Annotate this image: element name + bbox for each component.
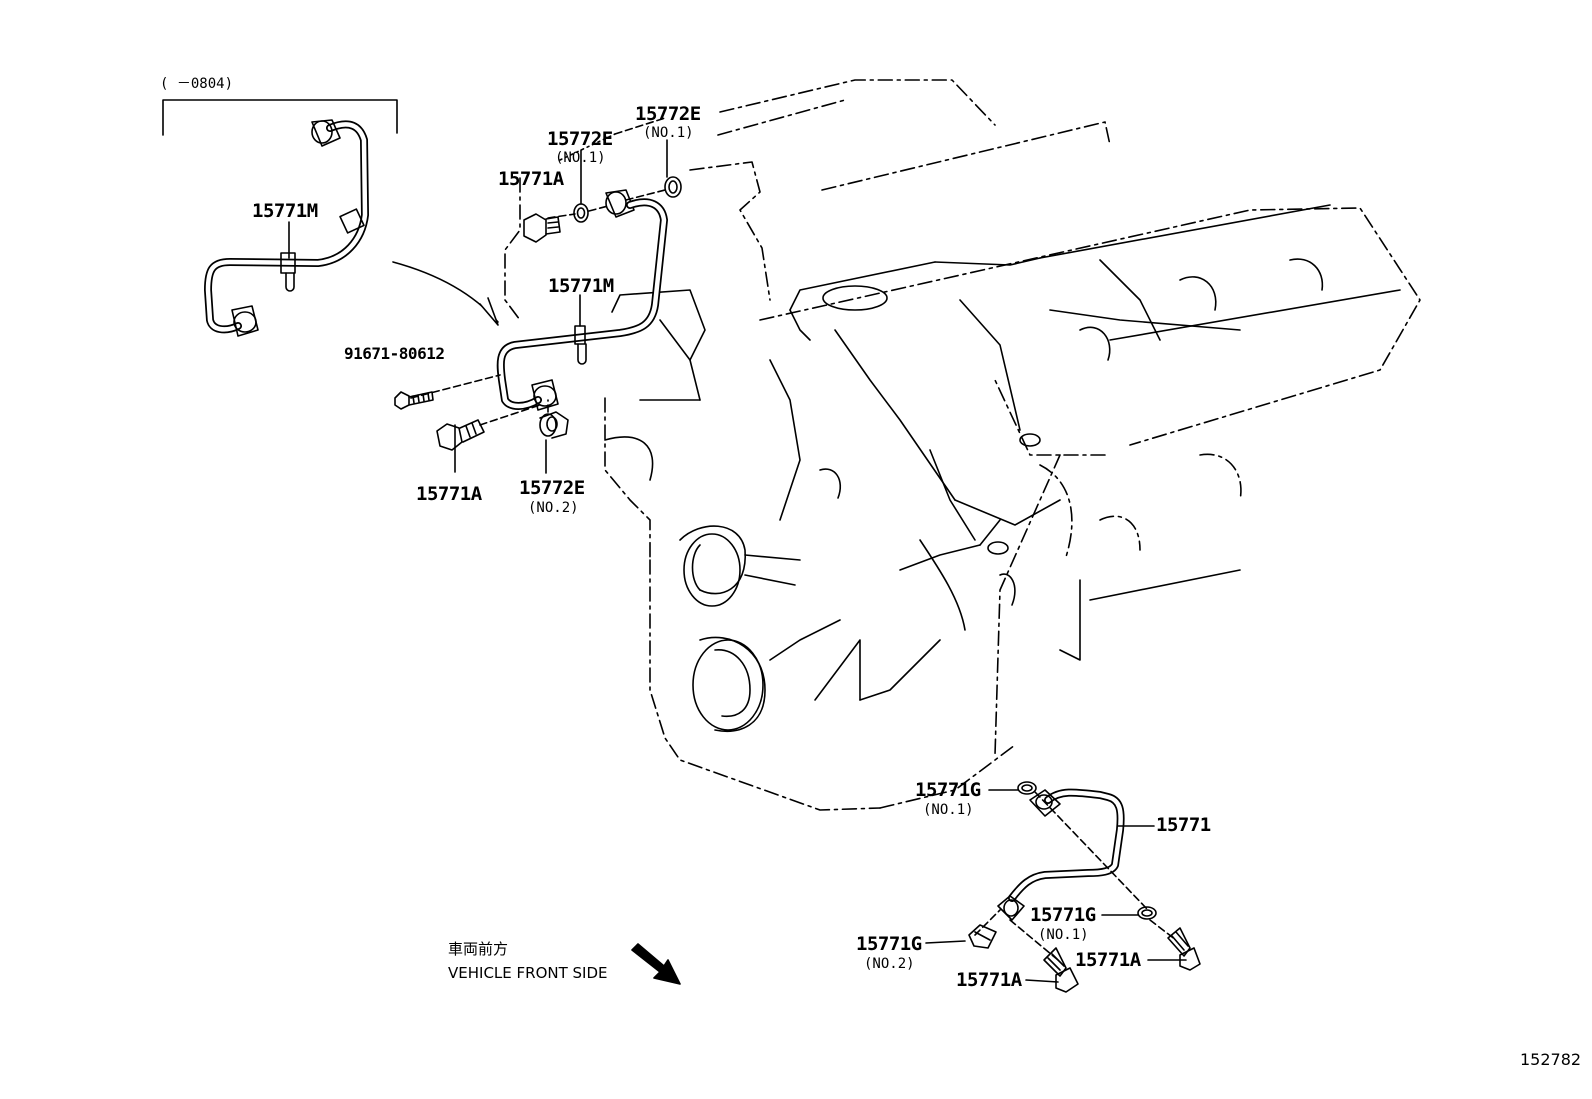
part-label-15771[interactable]: 15771 [1156,814,1211,836]
part-label-15771a-right[interactable]: 15771A [1075,949,1141,971]
part-note-15771g-c: (NO.2) [864,956,915,972]
part-label-91671-80612[interactable]: 91671-80612 [344,344,445,363]
part-label-15771g-c[interactable]: 15771G [856,933,922,955]
part-note-15772e-b: (NO.1) [643,125,694,141]
part-label-15771a-left[interactable]: 15771A [416,483,482,505]
front-side-arrow-icon [631,943,681,985]
front-side-label-japanese: 車両前方 [448,940,509,958]
part-note-15771g-b: (NO.1) [1038,927,1089,943]
alignment-lines [410,117,1177,961]
leader-lines [288,139,1187,983]
engine-block-outline [504,79,1421,811]
part-note-15772e-c: (NO.2) [528,500,579,516]
part-label-15772e-b[interactable]: 15772E [635,103,701,125]
main-pipe-15771m [496,198,668,411]
part-note-15771g-a: (NO.1) [923,802,974,818]
part-label-15772e-a[interactable]: 15772E [547,128,613,150]
part-label-15771g-a[interactable]: 15771G [915,779,981,801]
pipe-15771 [997,788,1125,921]
part-label-15771a-bottom[interactable]: 15771A [956,969,1022,991]
left-fittings [394,391,569,451]
front-side-label-english: VEHICLE FRONT SIDE [448,964,608,982]
date-range-label: ( －0804) [160,76,234,92]
direction-arrow [392,261,499,326]
part-note-15772e-a: (NO.1) [555,150,606,166]
part-label-15772e-c[interactable]: 15772E [519,477,585,499]
inset-pipe-15771m [204,119,369,337]
lower-fittings [968,781,1201,993]
part-label-15771g-b[interactable]: 15771G [1030,904,1096,926]
part-label-15771m-main[interactable]: 15771M [548,275,614,297]
part-label-15771a-top[interactable]: 15771A [498,168,564,190]
part-label-15771m-inset[interactable]: 15771M [252,200,318,222]
inset-bracket [162,99,398,136]
engine-block-details [604,204,1401,732]
figure-number: 152782 [1520,1050,1582,1069]
